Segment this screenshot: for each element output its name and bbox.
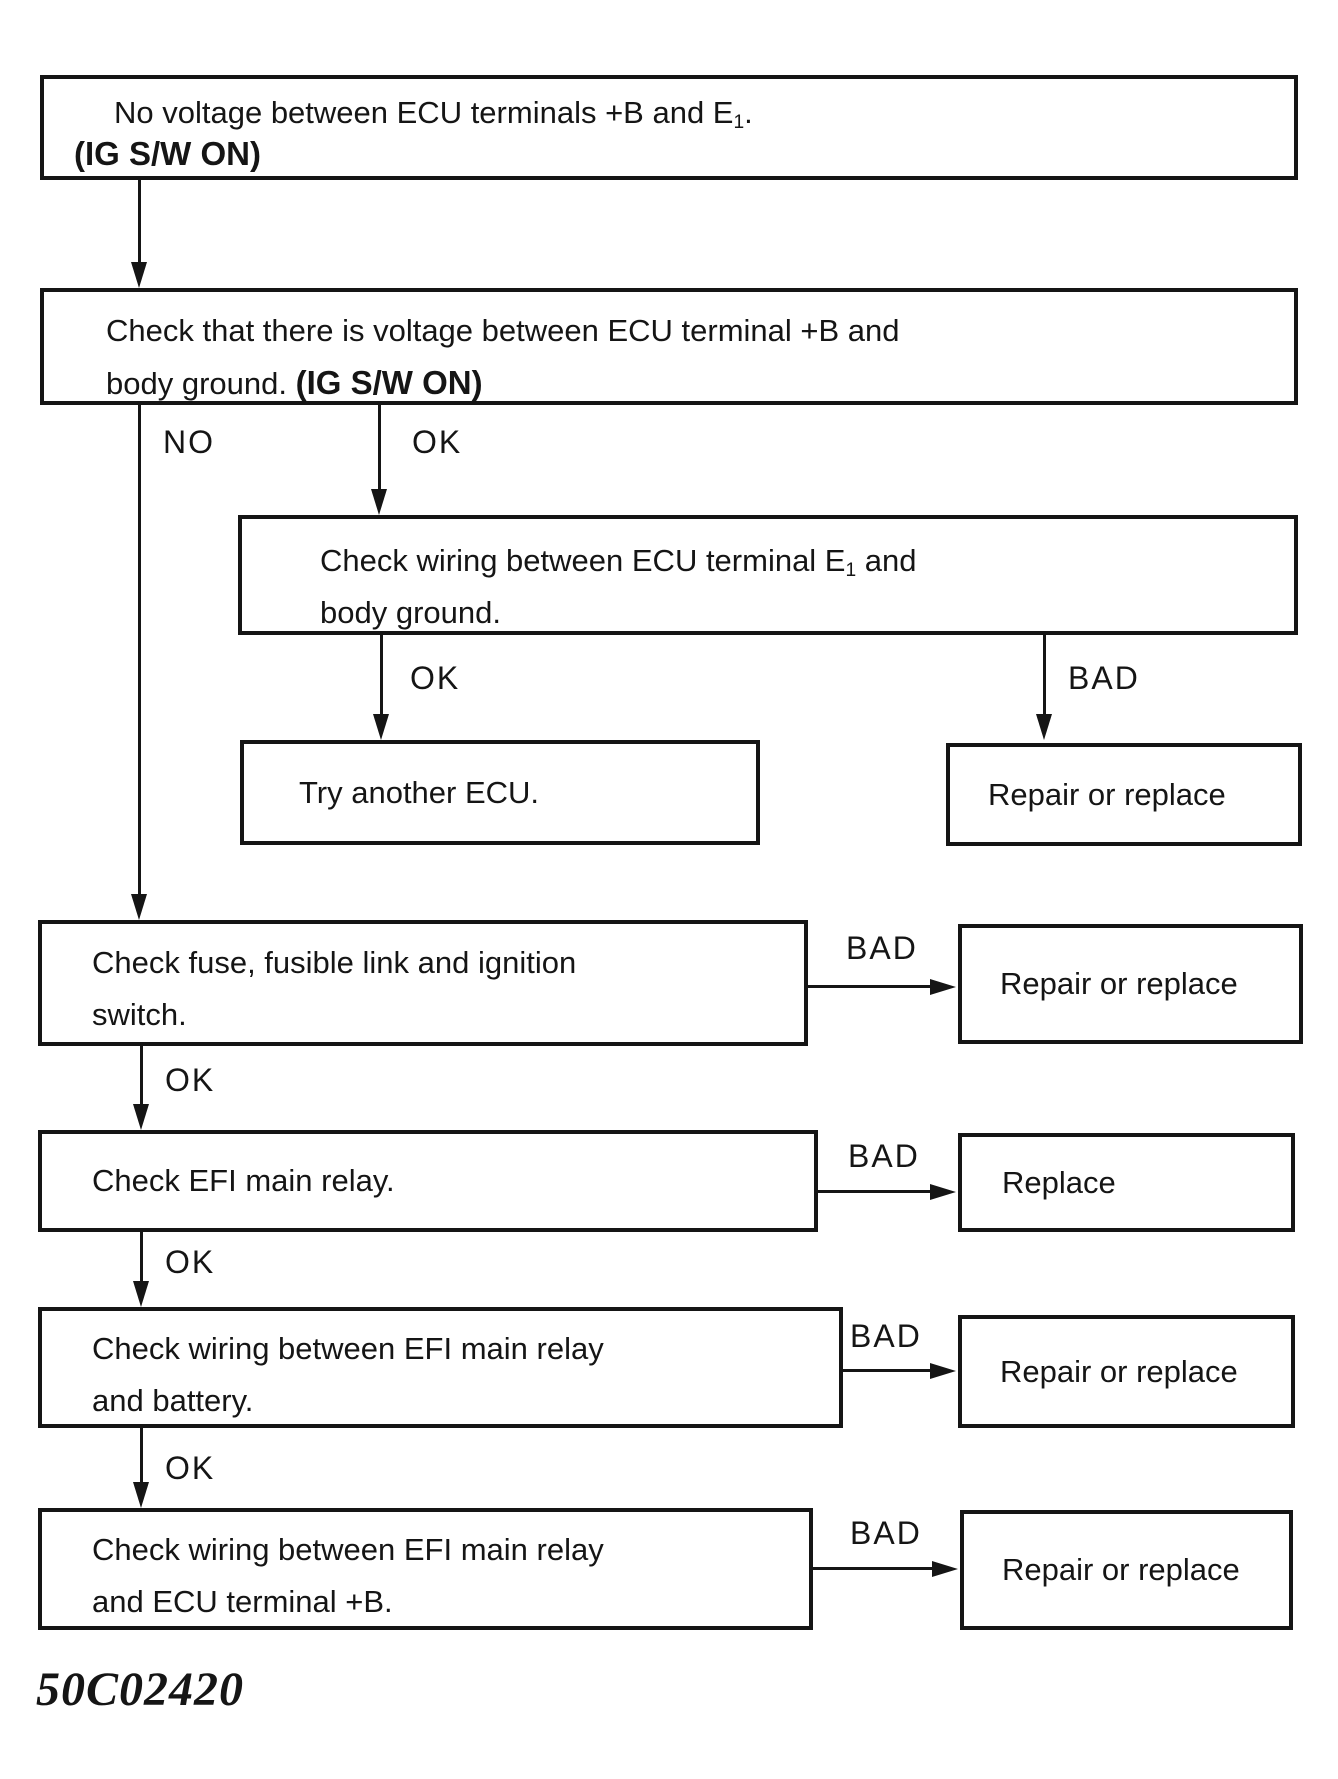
edge-bad-to-repair3-arrowhead — [930, 1363, 956, 1379]
edge-label-ok-5: OK — [165, 1450, 216, 1486]
node-check-voltage-line2: body ground. (IG S/W ON) — [106, 364, 483, 401]
node-try-another-ecu-text: Try another ECU. — [299, 774, 540, 810]
node-repair-or-replace-1: Repair or replace — [946, 743, 1302, 846]
figure-code: 50C02420 — [36, 1663, 245, 1716]
edge-label-ok-1: OK — [412, 424, 463, 460]
node-check-efi-relay: Check EFI main relay. — [38, 1130, 818, 1232]
edge-label-bad-2: BAD — [846, 930, 918, 966]
edge-label-bad-5: BAD — [850, 1515, 922, 1551]
subscript-1: 1 — [845, 559, 857, 581]
edge-label-no: NO — [163, 424, 215, 460]
node-check-fuse-line1: Check fuse, fusible link and ignition — [92, 945, 577, 980]
edge-no-branch-line — [138, 405, 141, 896]
edge-bad-to-repair3-line — [843, 1369, 932, 1372]
node-try-another-ecu: Try another ECU. — [240, 740, 760, 845]
edge-ok-to-wiring-ecu-arrowhead — [133, 1482, 149, 1508]
edge-label-ok-4: OK — [165, 1244, 216, 1280]
node-repair-or-replace-2-text: Repair or replace — [1000, 966, 1238, 1001]
node-check-wiring-ecu-b-line2: and ECU terminal +B. — [92, 1584, 393, 1619]
subscript-1: 1 — [733, 111, 745, 133]
node-check-fuse-line2: switch. — [92, 997, 187, 1032]
node-check-wiring-e1: Check wiring between ECU terminal E1 and… — [238, 515, 1298, 635]
edge-bad-to-repair1-arrowhead — [1036, 714, 1052, 740]
node-no-voltage-line2: (IG S/W ON) — [74, 135, 261, 172]
edge-ok-to-wiring-ecu-line — [140, 1428, 143, 1484]
node-check-voltage-line1: Check that there is voltage between ECU … — [106, 313, 900, 348]
node-check-fuse: Check fuse, fusible link and ignition sw… — [38, 920, 808, 1046]
node-no-voltage-line1: No voltage between ECU terminals +B and … — [114, 95, 753, 133]
edge-ok-to-tryecu-arrowhead — [373, 714, 389, 740]
node-check-wiring-ecu-b-line1: Check wiring between EFI main relay — [92, 1532, 604, 1567]
edge-bad-to-repair4-arrowhead — [932, 1561, 958, 1577]
node-replace-text: Replace — [1002, 1164, 1116, 1200]
node-check-wiring-battery: Check wiring between EFI main relay and … — [38, 1307, 843, 1428]
node-check-voltage: Check that there is voltage between ECU … — [40, 288, 1298, 405]
node-repair-or-replace-4: Repair or replace — [960, 1510, 1293, 1630]
edge-novoltage-checkvoltage-line — [138, 180, 141, 264]
node-check-wiring-e1-line2: body ground. — [320, 595, 501, 630]
edge-label-bad-4: BAD — [850, 1318, 922, 1354]
node-repair-or-replace-3: Repair or replace — [958, 1315, 1295, 1428]
edge-bad-to-repair2-arrowhead — [930, 979, 956, 995]
edge-ok-to-relay-arrowhead — [133, 1104, 149, 1130]
node-check-wiring-e1-line1: Check wiring between ECU terminal E1 and — [320, 543, 917, 581]
node-repair-or-replace-2: Repair or replace — [958, 924, 1303, 1044]
edge-ok-to-wiring-arrowhead — [371, 489, 387, 515]
edge-novoltage-checkvoltage-arrowhead — [131, 262, 147, 288]
edge-ok-to-wiring-line — [378, 405, 381, 491]
edge-ok-to-wiring-battery-arrowhead — [133, 1281, 149, 1307]
node-check-wiring-ecu-b: Check wiring between EFI main relay and … — [38, 1508, 813, 1630]
edge-ok-to-relay-line — [140, 1046, 143, 1106]
edge-label-ok-3: OK — [165, 1062, 216, 1098]
node-no-voltage: No voltage between ECU terminals +B and … — [40, 75, 1298, 180]
edge-bad-to-replace-line — [818, 1190, 932, 1193]
edge-bad-to-repair2-line — [808, 985, 932, 988]
node-replace: Replace — [958, 1133, 1295, 1232]
edge-label-ok-2: OK — [410, 660, 461, 696]
node-check-wiring-battery-line1: Check wiring between EFI main relay — [92, 1331, 604, 1366]
edge-bad-to-repair1-line — [1043, 635, 1046, 716]
edge-bad-to-repair4-line — [813, 1567, 934, 1570]
edge-label-bad-1: BAD — [1068, 660, 1140, 696]
edge-ok-to-tryecu-line — [380, 635, 383, 716]
node-check-efi-relay-text: Check EFI main relay. — [92, 1163, 395, 1198]
node-repair-or-replace-1-text: Repair or replace — [988, 776, 1226, 812]
edge-bad-to-replace-arrowhead — [930, 1184, 956, 1200]
edge-no-branch-arrowhead — [131, 894, 147, 920]
node-repair-or-replace-3-text: Repair or replace — [1000, 1353, 1238, 1389]
node-repair-or-replace-4-text: Repair or replace — [1002, 1552, 1240, 1587]
node-check-wiring-battery-line2: and battery. — [92, 1383, 254, 1418]
edge-ok-to-wiring-battery-line — [140, 1232, 143, 1282]
edge-label-bad-3: BAD — [848, 1138, 920, 1174]
